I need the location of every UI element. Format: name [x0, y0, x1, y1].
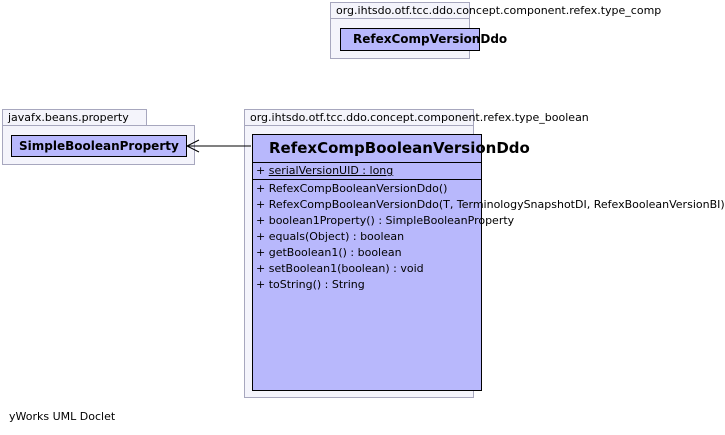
package-tab-top-right: org.ihtsdo.otf.tcc.ddo.concept.component… [330, 2, 661, 19]
visibility-marker: + [256, 198, 269, 211]
visibility-marker: + [256, 164, 269, 177]
visibility-marker: + [256, 278, 269, 291]
association-arrow [185, 139, 251, 153]
member-signature: boolean1Property() : SimpleBooleanProper… [268, 214, 515, 227]
visibility-marker: + [256, 214, 269, 227]
member-signature: RefexCompBooleanVersionDdo() [268, 182, 448, 195]
package-tab-left: javafx.beans.property [2, 109, 147, 126]
visibility-marker: + [256, 246, 269, 259]
package-body-main: RefexCompBooleanVersionDdo + serialVersi… [244, 125, 725, 398]
visibility-marker: + [256, 182, 269, 195]
member-signature: toString() : String [268, 278, 365, 291]
member-signature: equals(Object) : boolean [268, 230, 405, 243]
class-box-refex-comp-version[interactable]: RefexCompVersionDdo [340, 28, 508, 51]
package-name: javafx.beans.property [8, 111, 129, 124]
method-row: + RefexCompBooleanVersionDdo() [253, 181, 481, 197]
compartment-divider [253, 179, 481, 180]
method-row: + RefexCompBooleanVersionDdo(T, Terminol… [253, 197, 725, 213]
field-row: + serialVersionUID : long [253, 163, 481, 179]
members-list: + serialVersionUID : long+ RefexCompBool… [253, 162, 725, 293]
footer-text: yWorks UML Doclet [9, 410, 116, 423]
member-signature: serialVersionUID : long [268, 164, 394, 177]
method-row: + setBoolean1(boolean) : void [253, 261, 481, 277]
class-box-simple-boolean-property[interactable]: SimpleBooleanProperty [11, 135, 187, 157]
package-body-top-right: RefexCompVersionDdo [330, 18, 507, 59]
method-row: + boolean1Property() : SimpleBooleanProp… [253, 213, 514, 229]
package-name: org.ihtsdo.otf.tcc.ddo.concept.component… [336, 4, 662, 17]
package-name: org.ihtsdo.otf.tcc.ddo.concept.component… [250, 111, 589, 124]
method-row: + equals(Object) : boolean [253, 229, 481, 245]
member-signature: getBoolean1() : boolean [268, 246, 402, 259]
package-tab-main: org.ihtsdo.otf.tcc.ddo.concept.component… [244, 109, 589, 126]
visibility-marker: + [256, 230, 269, 243]
method-row: + getBoolean1() : boolean [253, 245, 481, 261]
class-name: RefexCompVersionDdo [353, 32, 508, 46]
class-name: SimpleBooleanProperty [19, 139, 179, 153]
member-signature: setBoolean1(boolean) : void [268, 262, 424, 275]
class-box-refex-comp-boolean-version[interactable]: RefexCompBooleanVersionDdo + serialVersi… [252, 134, 725, 391]
member-signature: RefexCompBooleanVersionDdo(T, Terminolog… [268, 198, 725, 211]
method-row: + toString() : String [253, 277, 481, 293]
package-body-left: SimpleBooleanProperty [2, 125, 195, 165]
class-name: RefexCompBooleanVersionDdo [269, 139, 530, 157]
visibility-marker: + [256, 262, 269, 275]
